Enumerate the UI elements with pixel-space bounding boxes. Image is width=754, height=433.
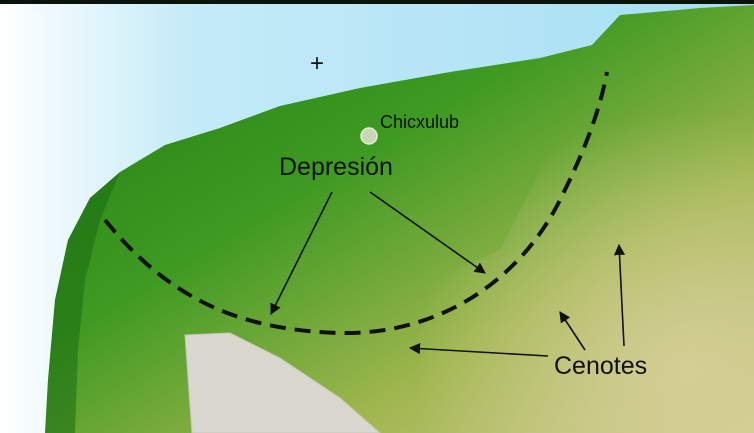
label-depresion: Depresión xyxy=(279,153,393,181)
label-chicxulub: Chicxulub xyxy=(380,112,460,132)
arrow-cenotes-mid xyxy=(559,311,586,351)
coastal-strip xyxy=(45,172,120,433)
crosshair-marker: + xyxy=(310,50,325,77)
arrow-depression-right xyxy=(369,191,486,274)
label-cenotes: Cenotes xyxy=(554,352,648,380)
arrow-cenotes-right xyxy=(613,243,626,347)
exposed-rock xyxy=(184,332,381,433)
chicxulub-marker xyxy=(360,127,378,145)
arrow-depression-left xyxy=(270,191,333,316)
plateau-shade xyxy=(300,5,754,433)
arrow-cenotes-left xyxy=(408,342,549,357)
top-bar xyxy=(0,0,754,4)
